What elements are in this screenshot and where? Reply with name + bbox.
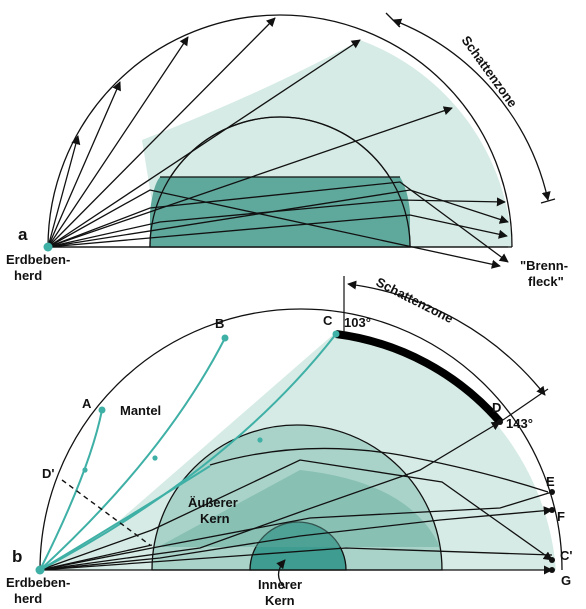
ray-to-C [39, 333, 337, 571]
ray-bundle-b [39, 421, 553, 571]
ray [47, 181, 509, 263]
source-dot-b [35, 565, 45, 575]
mantle-label: Mantel [120, 403, 161, 418]
dprime-dashed-line [61, 479, 151, 546]
point-A-dot [98, 406, 106, 414]
ray [47, 214, 508, 248]
focus-label-1: "Brenn- [520, 258, 568, 273]
point-F-label: F [557, 509, 565, 524]
angle-D-label: 143° [506, 416, 533, 431]
ray [47, 17, 276, 248]
ray [39, 459, 553, 571]
ray [47, 189, 501, 269]
shadow-zone-arc-a [392, 18, 551, 201]
ray-marker [82, 467, 88, 473]
shadow-zone-label-b: Schattenzone [374, 274, 456, 326]
source-label-a-1: Erdbeben- [6, 252, 70, 267]
angle-C-label: 103° [344, 315, 371, 330]
ray-to-A [39, 409, 103, 571]
shadow-zone-tick-a [385, 12, 401, 28]
ray [39, 506, 553, 571]
source-label-b-2: herd [14, 591, 42, 606]
turquoise-rays [39, 330, 340, 571]
ray-marker [257, 437, 263, 443]
shadow-zone-arc-b [347, 280, 546, 396]
outer-core-label-1: Äußerer [188, 495, 238, 510]
inner-core-label-1: Innerer [258, 577, 302, 592]
point-G-dot [549, 567, 555, 573]
ray [39, 547, 553, 571]
panel-letter-a: a [18, 225, 28, 244]
point-E-label: E [546, 474, 555, 489]
point-C-dot [332, 330, 340, 338]
ray-marker [152, 455, 158, 461]
source-dot-a [43, 242, 53, 252]
core-band-a [150, 177, 410, 247]
ray [47, 36, 189, 248]
ray [39, 491, 553, 571]
point-Cp-dot [549, 557, 555, 563]
point-A-label: A [82, 396, 92, 411]
ray [47, 135, 81, 248]
source-label-a-2: herd [14, 268, 42, 283]
point-B-label: B [215, 316, 224, 331]
shadow-zone-tick-b2 [499, 388, 549, 423]
ray [39, 544, 153, 571]
earth-outline-b [39, 308, 563, 571]
inner-core-pointer [276, 559, 286, 589]
ray-bundle-a [47, 17, 509, 269]
ray [47, 106, 453, 248]
panel-a: a Erdbeben- herd "Brenn- fleck" Schatten… [6, 12, 568, 289]
ray [47, 39, 361, 248]
point-Cp-label: C' [560, 548, 572, 563]
panel-b: b Erdbeben- herd Mantel Äußerer Kern Inn… [6, 274, 572, 608]
point-D-label: D [492, 400, 501, 415]
outer-core-label-2: Kern [200, 511, 230, 526]
point-G-label: G [561, 573, 571, 588]
ray [39, 421, 501, 571]
point-Dp-label: D' [42, 466, 54, 481]
ray [47, 197, 506, 248]
focus-label-2: fleck" [528, 274, 564, 289]
ray [209, 447, 549, 493]
shadow-zone-label-a: Schattenzone [459, 33, 521, 110]
panel-letter-b: b [12, 547, 22, 566]
point-E-dot [549, 489, 555, 495]
source-label-b-1: Erdbeben- [6, 575, 70, 590]
point-D-dot [497, 419, 503, 425]
ray-to-B [39, 337, 226, 571]
ray-to-core [39, 465, 211, 571]
ray [47, 81, 121, 248]
point-B-dot [221, 334, 229, 342]
inner-core-label-2: Kern [265, 593, 295, 608]
point-F-dot [549, 507, 555, 513]
shadow-zone-tick-a2 [540, 198, 556, 204]
point-C-label: C [323, 313, 333, 328]
